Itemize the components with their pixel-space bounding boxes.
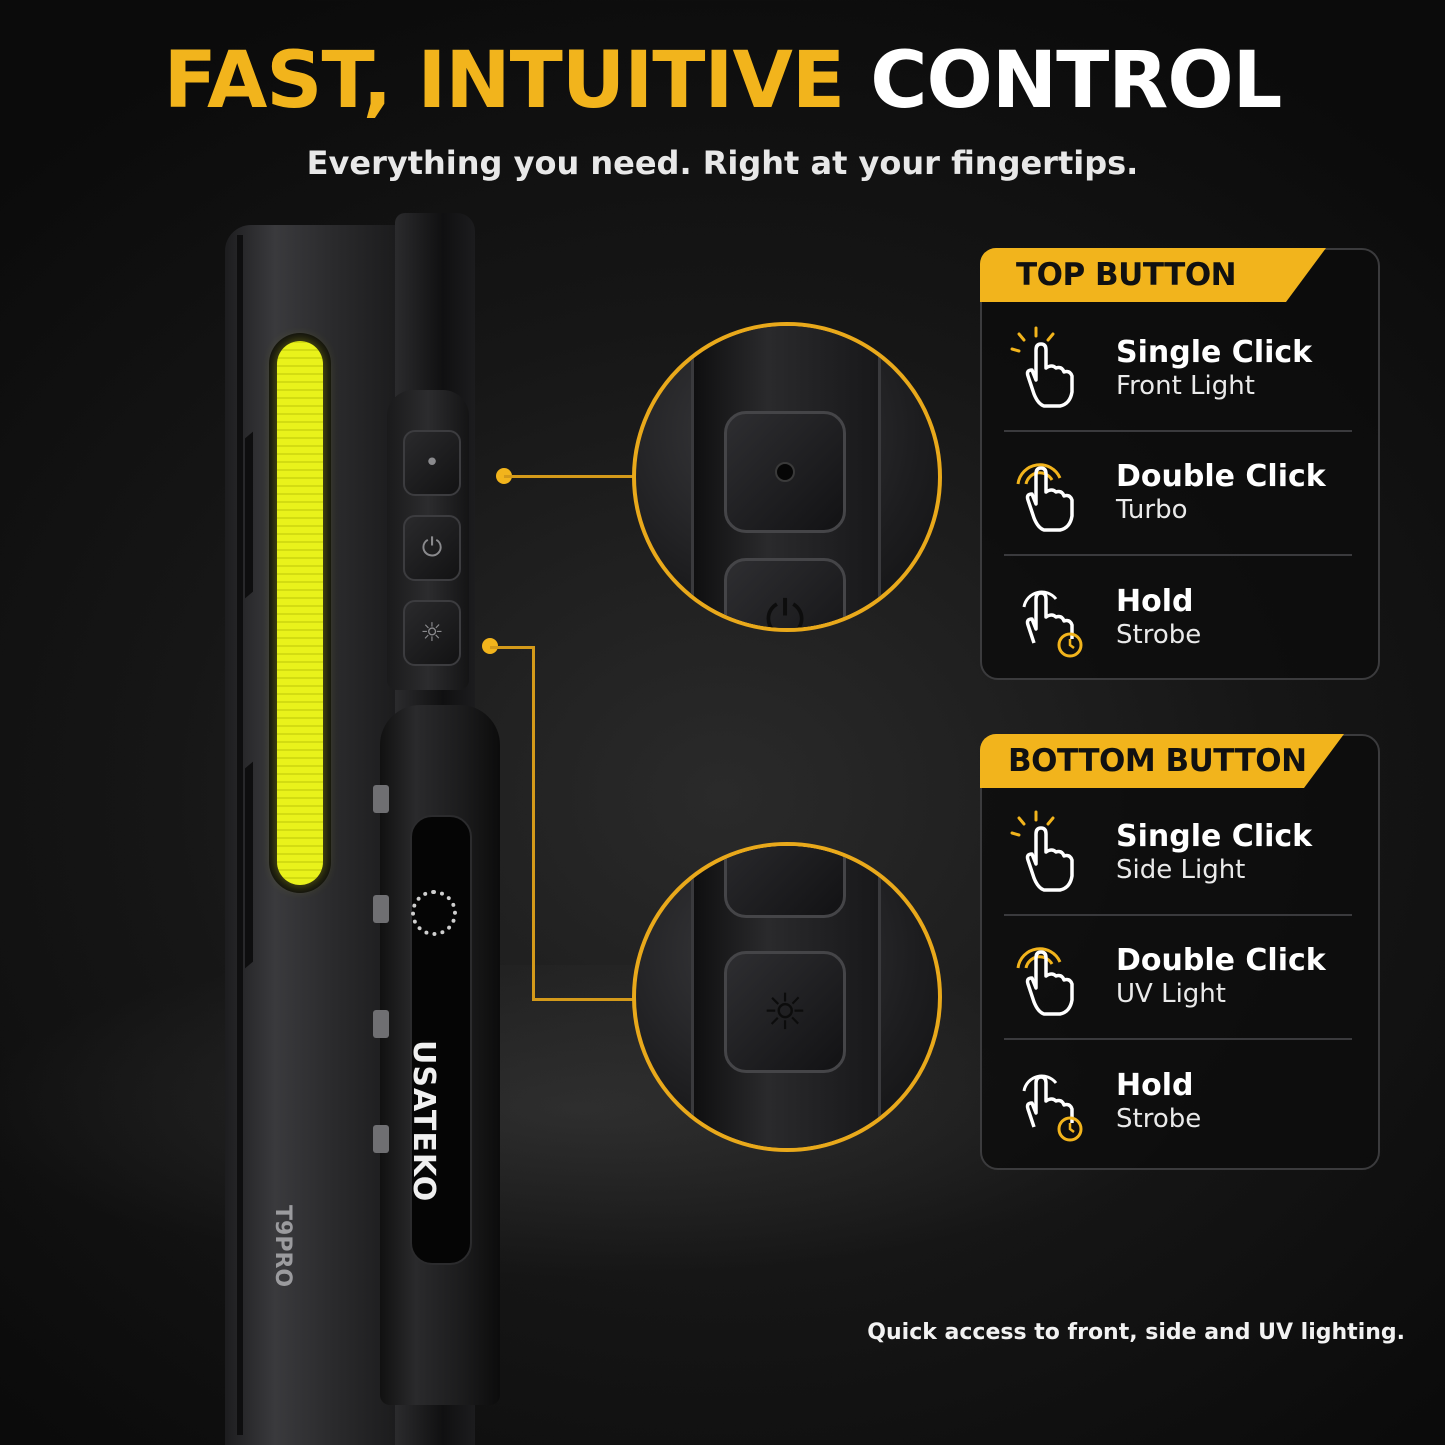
result-label: Side Light bbox=[1116, 854, 1246, 885]
callout-line-bottom bbox=[490, 646, 534, 649]
hold-icon bbox=[1004, 573, 1094, 663]
flashlight-illustration: • ⏻ ☼ USATEKO T9PRO bbox=[205, 205, 505, 1445]
action-label: Double Click bbox=[1116, 943, 1326, 979]
headline-yellow: FAST, INTUITIVE bbox=[163, 36, 845, 126]
tap-icon bbox=[1004, 808, 1094, 898]
dot-icon bbox=[775, 462, 795, 482]
zoom-bottom-key: ☼ bbox=[724, 951, 846, 1073]
result-label: Turbo bbox=[1116, 494, 1188, 525]
power-icon: ⏻ bbox=[765, 589, 805, 632]
action-label: Double Click bbox=[1116, 459, 1326, 495]
body-groove bbox=[237, 235, 243, 1435]
zoom-power-key bbox=[724, 846, 846, 918]
callout-line-bottom bbox=[532, 998, 634, 1001]
result-label: Strobe bbox=[1116, 1103, 1202, 1134]
dot-icon: • bbox=[424, 448, 440, 478]
double-tap-icon bbox=[1004, 448, 1094, 538]
list-item: Single Click Front Light bbox=[1004, 308, 1352, 432]
headline: FAST, INTUITIVE CONTROL bbox=[0, 42, 1445, 120]
power-button[interactable]: ⏻ bbox=[403, 515, 461, 581]
list-item: Double Click Turbo bbox=[1004, 432, 1352, 556]
result-label: Strobe bbox=[1116, 619, 1202, 650]
cob-light-strip bbox=[269, 333, 331, 893]
list-item: Single Click Side Light bbox=[1004, 792, 1352, 916]
clip-notch bbox=[373, 895, 389, 923]
top-button-panel: TOP BUTTON Single Click Front Light bbox=[980, 248, 1380, 680]
model-label: T9PRO bbox=[270, 1205, 295, 1288]
top-button-title: TOP BUTTON bbox=[980, 248, 1326, 302]
hold-icon bbox=[1004, 1057, 1094, 1147]
zoom-top-button: ⏻ bbox=[632, 322, 942, 632]
zoom-power-key: ⏻ bbox=[724, 558, 846, 632]
body-groove bbox=[245, 431, 253, 599]
top-button[interactable]: • bbox=[403, 430, 461, 496]
action-label: Hold bbox=[1116, 1068, 1194, 1104]
bottom-button-title: BOTTOM BUTTON bbox=[980, 734, 1344, 788]
headline-white: CONTROL bbox=[870, 36, 1282, 126]
callout-line-bottom bbox=[532, 646, 535, 1000]
action-label: Hold bbox=[1116, 584, 1194, 620]
sun-icon: ☼ bbox=[762, 983, 808, 1041]
zoom-top-key bbox=[724, 411, 846, 533]
body-groove bbox=[245, 761, 253, 969]
cob-led bbox=[277, 341, 323, 885]
tap-icon bbox=[1004, 324, 1094, 414]
brand-logo-icon bbox=[411, 890, 457, 936]
action-label: Single Click bbox=[1116, 335, 1313, 371]
double-tap-icon bbox=[1004, 932, 1094, 1022]
list-item: Hold Strobe bbox=[1004, 1040, 1352, 1164]
clip-notch bbox=[373, 785, 389, 813]
footnote: Quick access to front, side and UV light… bbox=[867, 1320, 1405, 1345]
list-item: Double Click UV Light bbox=[1004, 916, 1352, 1040]
bottom-button[interactable]: ☼ bbox=[403, 600, 461, 666]
action-label: Single Click bbox=[1116, 819, 1313, 855]
bottom-button-panel: BOTTOM BUTTON Single Click Side Light bbox=[980, 734, 1380, 1170]
list-item: Hold Strobe bbox=[1004, 556, 1352, 680]
clip-notch bbox=[373, 1010, 389, 1038]
subheadline: Everything you need. Right at your finge… bbox=[306, 144, 1139, 182]
brand-name: USATEKO bbox=[406, 1040, 441, 1203]
result-label: UV Light bbox=[1116, 978, 1226, 1009]
brand-window bbox=[410, 815, 472, 1265]
power-icon: ⏻ bbox=[421, 532, 443, 563]
clip-notch bbox=[373, 1125, 389, 1153]
callout-line-top bbox=[504, 475, 634, 478]
sun-icon: ☼ bbox=[420, 618, 444, 648]
zoom-bottom-button: ☼ bbox=[632, 842, 942, 1152]
result-label: Front Light bbox=[1116, 370, 1255, 401]
